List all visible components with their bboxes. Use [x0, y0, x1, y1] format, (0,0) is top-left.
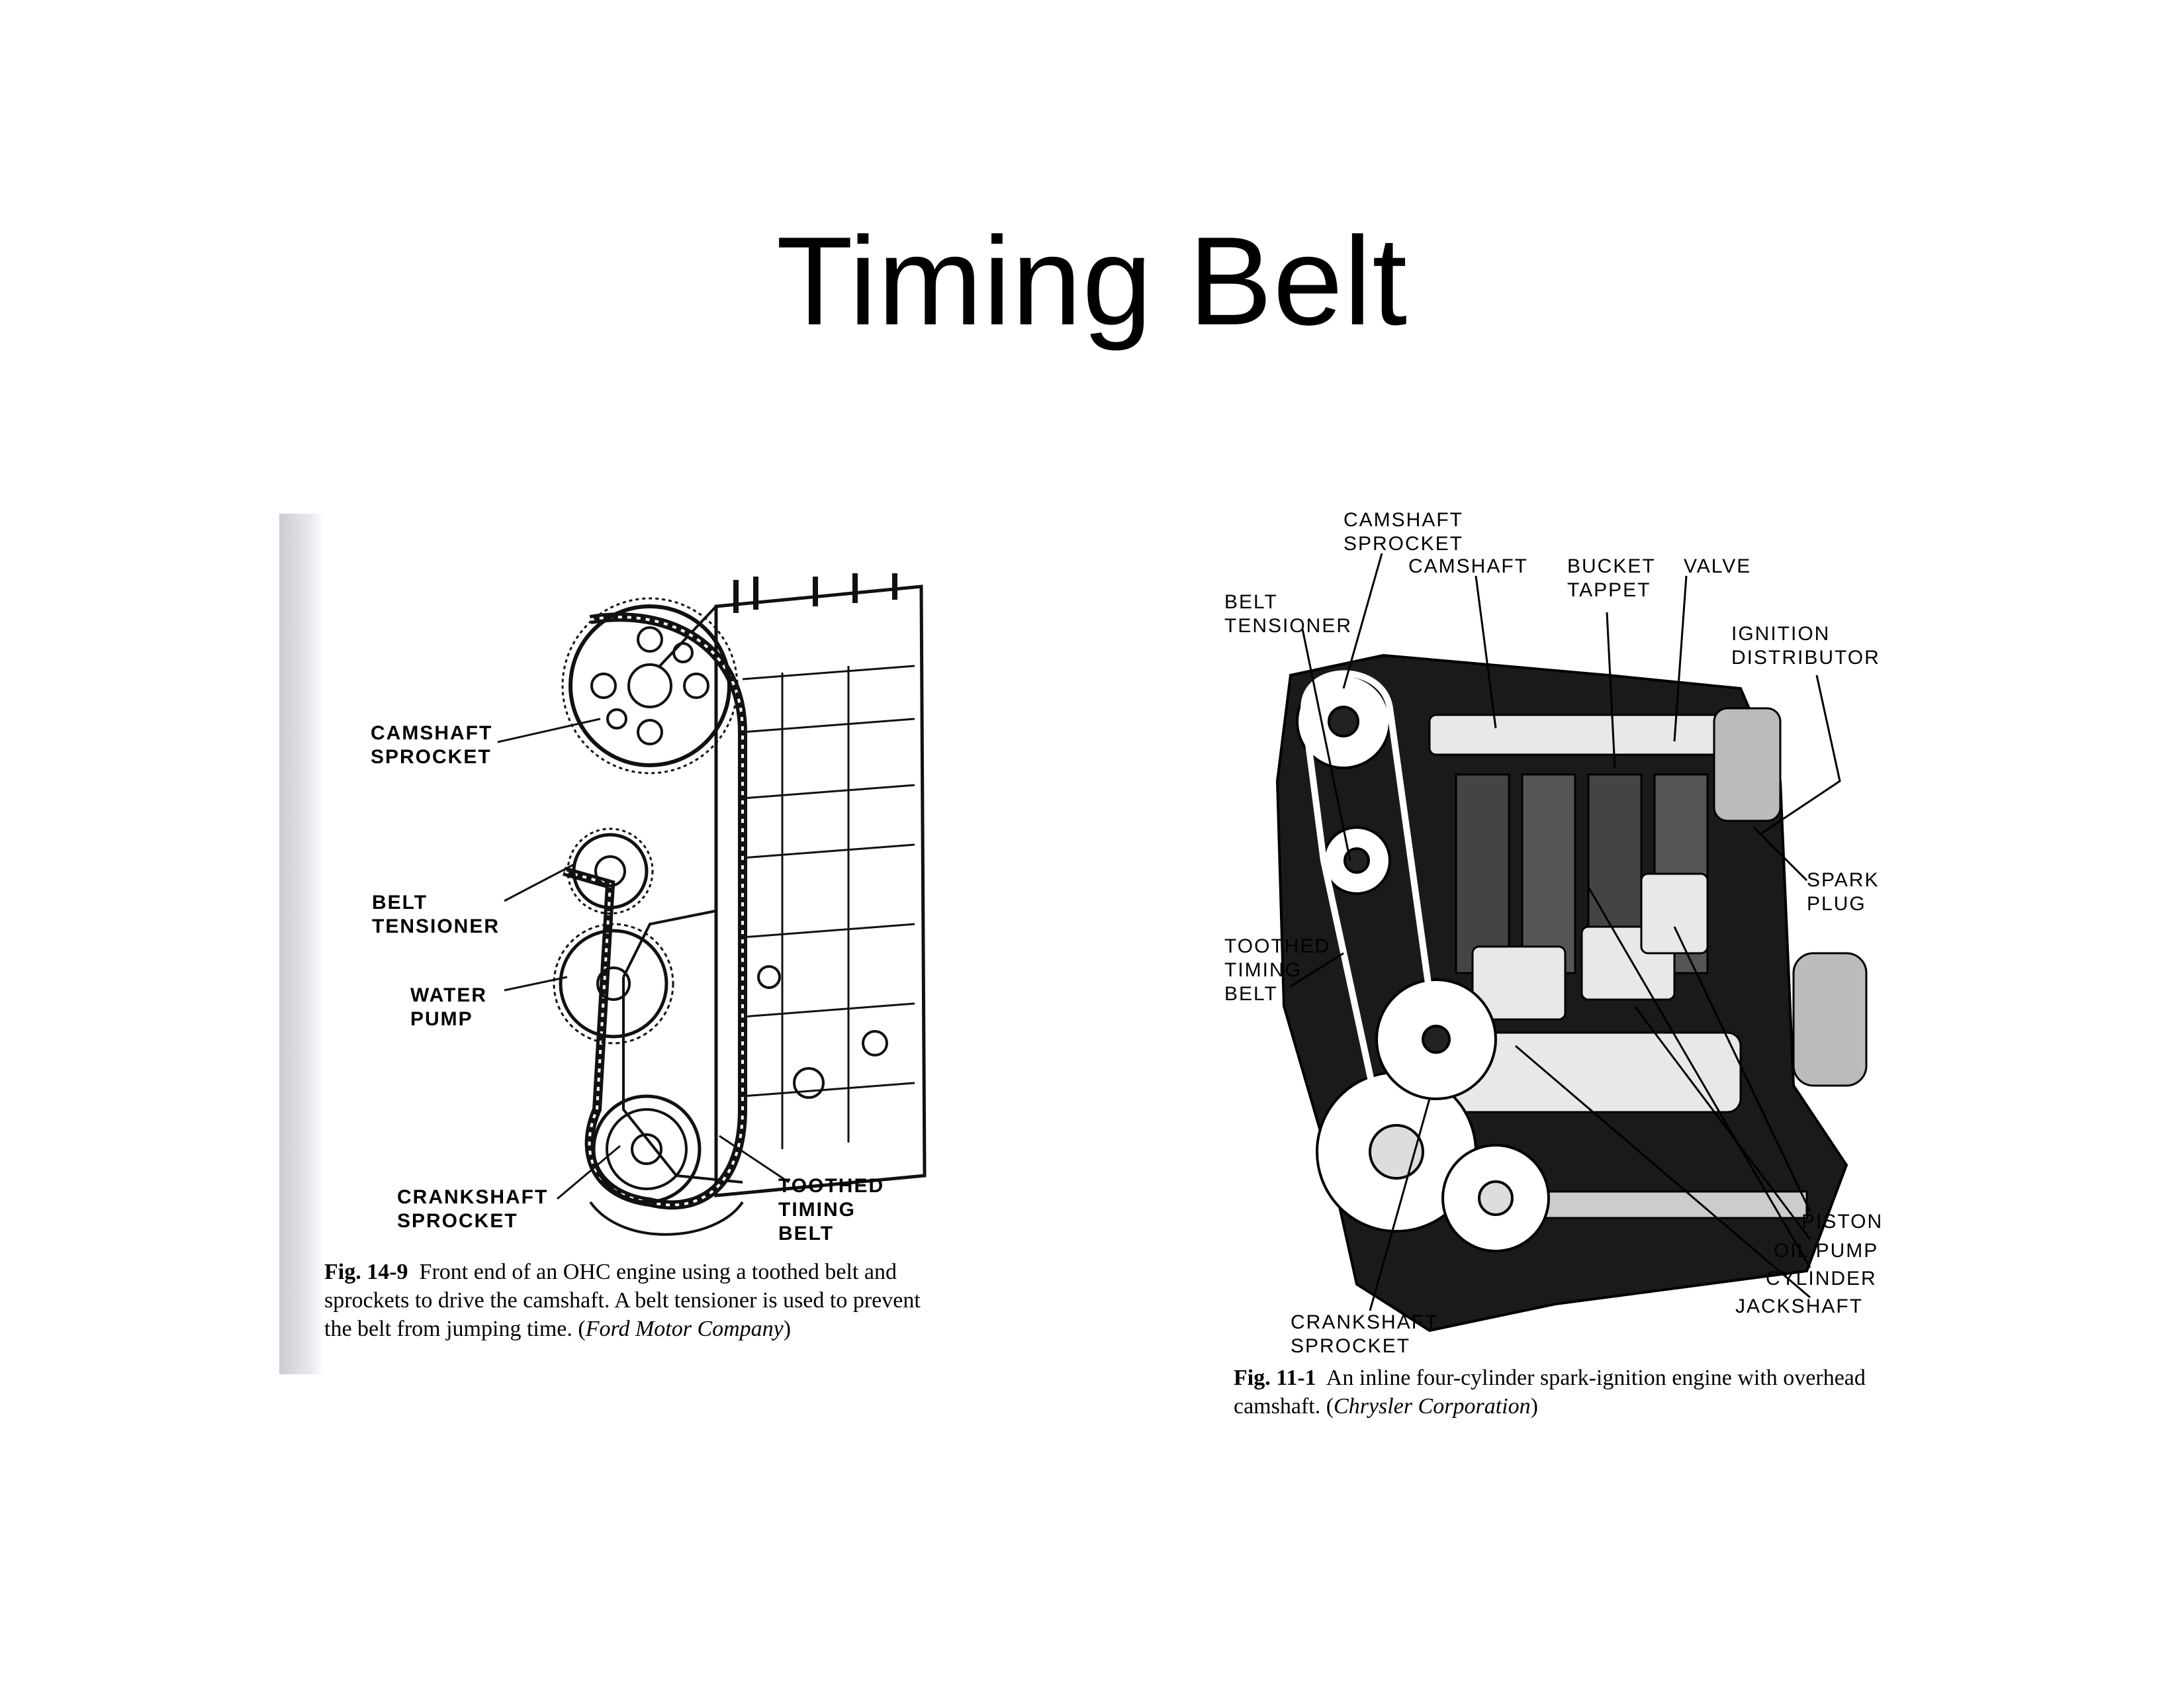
label-toothed-timing-belt: TOOTHED TIMING BELT [1224, 935, 1331, 1005]
label-spark-plug: SPARK PLUG [1807, 869, 1880, 915]
ohc-engine-front-drawing [497, 573, 927, 1236]
label-belt-tensioner: BELT TENSIONER [372, 892, 500, 937]
label-oil-pump: OIL PUMP [1774, 1240, 1879, 1262]
label-bucket-tappet: BUCKET TAPPET [1567, 555, 1656, 601]
caption-close: ) [783, 1317, 792, 1341]
caption-close: ) [1530, 1394, 1538, 1419]
label-valve: VALVE [1684, 555, 1752, 577]
label-toothed-timing-belt: TOOTHED TIMING BELT [778, 1175, 885, 1244]
caption-credit: Ford Motor Company [585, 1317, 784, 1341]
caption-figure-number: Fig. 14-9 [324, 1260, 408, 1284]
label-crankshaft-sprocket: CRANKSHAFT SPROCKET [397, 1186, 549, 1232]
label-ignition-distributor: IGNITION DISTRIBUTOR [1731, 623, 1880, 669]
caption-fig-14-9: Fig. 14-9 Front end of an OHC engine usi… [324, 1258, 940, 1343]
caption-figure-number: Fig. 11-1 [1234, 1366, 1316, 1390]
label-piston: PISTON [1801, 1211, 1884, 1233]
figure-14-9: CAMSHAFT SPROCKET BELT TENSIONER WATER P… [279, 514, 941, 1374]
scan-page-shadow [279, 514, 324, 1374]
caption-text: An inline four-cylinder spark-ignition e… [1234, 1366, 1866, 1419]
figure-11-1: CAMSHAFT SPROCKET CAMSHAFT BUCKET TAPPET… [1211, 490, 1893, 1430]
label-belt-tensioner: BELT TENSIONER [1224, 591, 1353, 637]
slide-title: Timing Belt [776, 211, 1408, 352]
label-camshaft-sprocket: CAMSHAFT SPROCKET [1343, 509, 1464, 555]
label-jackshaft: JACKSHAFT [1735, 1295, 1864, 1317]
caption-credit: Chrysler Corporation [1334, 1394, 1531, 1419]
caption-fig-11-1: Fig. 11-1 An inline four-cylinder spark-… [1234, 1364, 1869, 1421]
inline-four-cylinder-engine-drawing [1275, 553, 1868, 1333]
label-camshaft: CAMSHAFT [1408, 555, 1528, 577]
label-cylinder: CYLINDER [1766, 1268, 1877, 1289]
label-water-pump: WATER PUMP [410, 984, 488, 1030]
caption-text: Front end of an OHC engine using a tooth… [324, 1260, 921, 1341]
label-crankshaft-sprocket: CRANKSHAFT SPROCKET [1291, 1311, 1439, 1357]
label-camshaft-sprocket: CAMSHAFT SPROCKET [371, 722, 493, 768]
